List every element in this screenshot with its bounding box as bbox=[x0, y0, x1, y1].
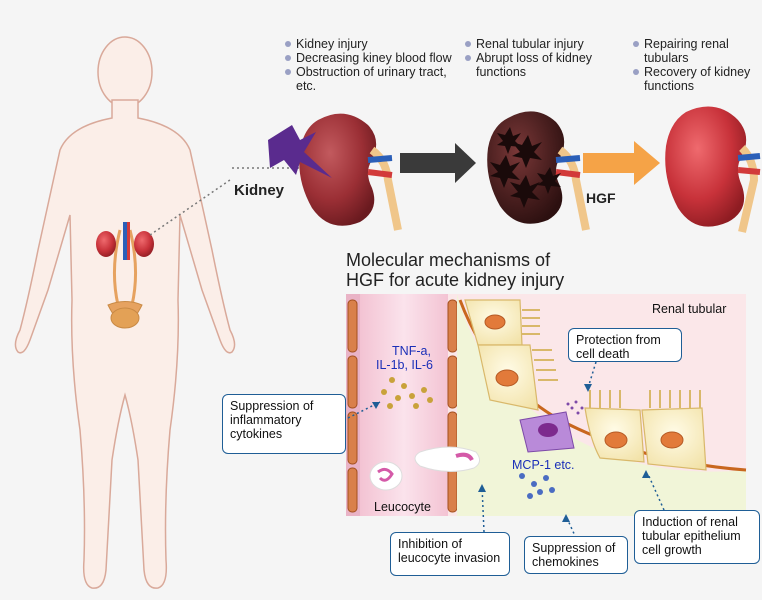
human-body-figure bbox=[14, 36, 236, 589]
callout-chemokines: Suppression of chemokines bbox=[524, 536, 628, 574]
stage3-bullets: Repairing renal tubulars Recovery of kid… bbox=[632, 37, 760, 93]
stage1-bullet: Kidney injury bbox=[284, 37, 454, 51]
cytokine-label: TNF-a, IL-1b, IL-6 bbox=[376, 344, 433, 372]
kidney-injured-illustration bbox=[487, 111, 590, 231]
lightning-icon bbox=[268, 125, 332, 178]
hgf-label: HGF bbox=[586, 190, 616, 206]
stage1-bullet: Obstruction of urinary tract, etc. bbox=[284, 65, 454, 93]
stage1-bullet: Decreasing kiney blood flow bbox=[284, 51, 454, 65]
cytokine-label-line2: IL-1b, IL-6 bbox=[376, 358, 433, 372]
kidney-label: Kidney bbox=[234, 182, 285, 199]
section-title-line1: Molecular mechanisms of bbox=[346, 250, 551, 270]
hgf-arrow-icon bbox=[583, 141, 660, 185]
callout-protection: Protection from cell death bbox=[568, 328, 682, 362]
kidney-injury-illustration bbox=[299, 113, 402, 231]
section-title: Molecular mechanisms of HGF for acute ki… bbox=[346, 250, 564, 290]
stage3-bullet: Repairing renal tubulars bbox=[632, 37, 760, 65]
mechanism-panel bbox=[346, 294, 747, 516]
callout-inflammatory: Suppression of inflammatory cytokines bbox=[222, 394, 346, 454]
leucocyte-label: Leucocyte bbox=[374, 500, 431, 514]
mcp-label: MCP-1 etc. bbox=[512, 458, 575, 472]
stage2-bullets: Renal tubular injury Abrupt loss of kidn… bbox=[464, 37, 614, 79]
arrow-right-icon bbox=[400, 143, 476, 183]
callout-leucocyte-invasion: Inhibition of leucocyte invasion bbox=[390, 532, 510, 576]
stage1-bullets: Kidney injury Decreasing kiney blood flo… bbox=[284, 37, 454, 93]
section-title-line2: HGF for acute kidney injury bbox=[346, 270, 565, 290]
kidney-healthy-illustration bbox=[665, 106, 761, 233]
stage2-bullet: Renal tubular injury bbox=[464, 37, 614, 51]
stage3-bullet: Recovery of kidney functions bbox=[632, 65, 760, 93]
callout-cell-growth: Induction of renal tubular epithelium ce… bbox=[634, 510, 760, 564]
urinary-system bbox=[96, 222, 154, 329]
cytokine-label-line1: TNF-a, bbox=[392, 344, 431, 358]
renal-tubular-label: Renal tubular bbox=[652, 302, 727, 316]
stage2-bullet: Abrupt loss of kidney functions bbox=[464, 51, 614, 79]
